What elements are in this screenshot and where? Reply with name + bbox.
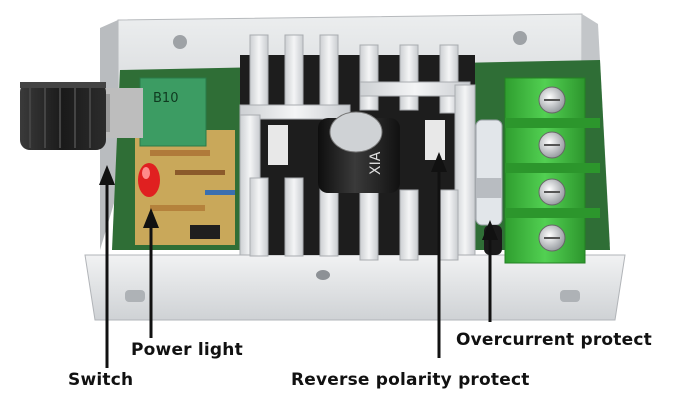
terminal-block xyxy=(504,77,600,264)
callout-arrows xyxy=(99,152,498,368)
heatsink xyxy=(239,34,476,261)
svg-text:B10: B10 xyxy=(153,91,178,106)
label-switch: Switch xyxy=(68,370,134,390)
potentiometer: B10 xyxy=(100,77,207,147)
svg-text:XIA: XIA xyxy=(368,151,384,175)
capacitor: XIA xyxy=(318,111,400,193)
label-power-light: Power light xyxy=(131,340,243,360)
led-icon xyxy=(138,163,160,197)
label-overcurrent: Overcurrent protect xyxy=(456,330,652,350)
base-plate xyxy=(84,254,626,321)
label-reverse-polarity: Reverse polarity protect xyxy=(291,370,530,390)
knob-icon xyxy=(20,82,106,150)
fuse xyxy=(475,119,503,226)
